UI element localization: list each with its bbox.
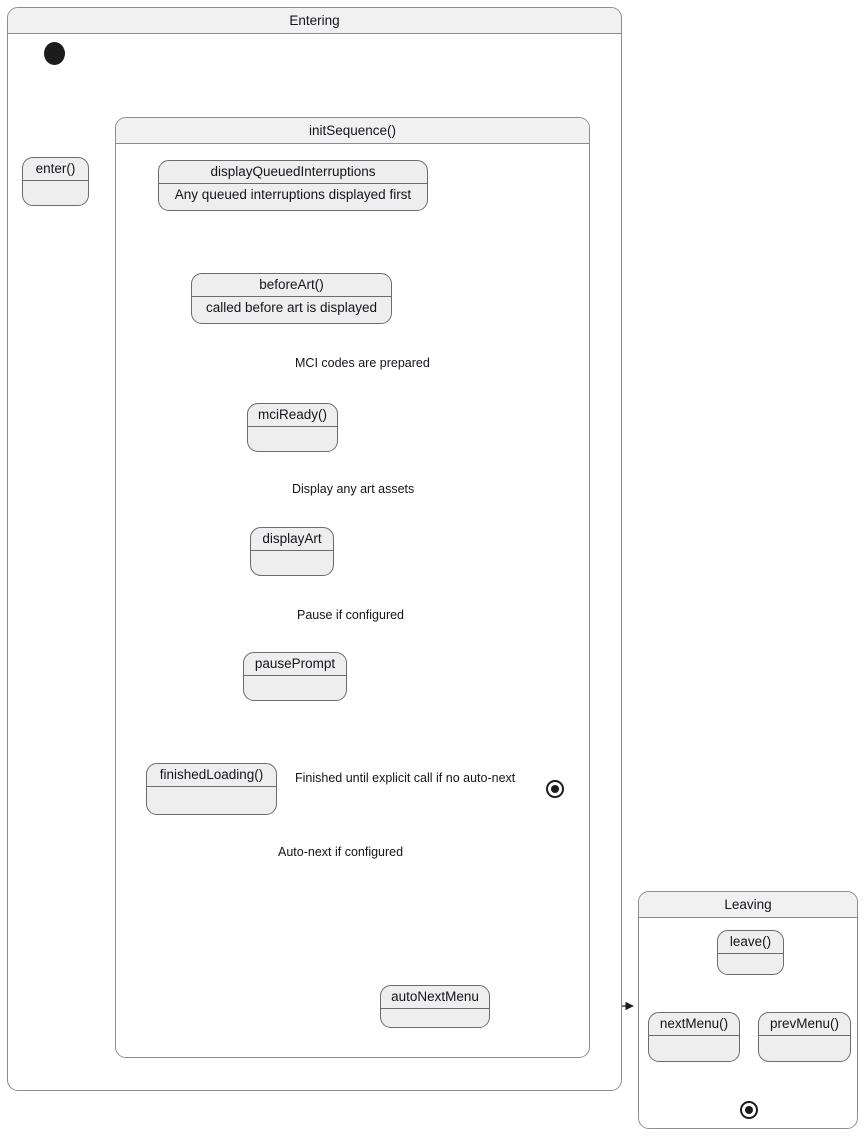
state-body-auto-next-menu <box>381 1009 489 1027</box>
composite-state-init-sequence[interactable]: initSequence() <box>115 117 590 1058</box>
state-name-next-menu: nextMenu() <box>649 1013 739 1036</box>
transition-label-auto-next-if-configured: Auto-next if configured <box>278 845 404 859</box>
state-body-leave <box>718 954 783 974</box>
state-body-prev-menu <box>759 1036 850 1061</box>
state-name-pause-prompt: pausePrompt <box>244 653 346 676</box>
state-name-display-queued-interruptions: displayQueuedInterruptions <box>159 161 427 184</box>
state-name-auto-next-menu: autoNextMenu <box>381 986 489 1009</box>
state-display-queued-interruptions[interactable]: displayQueuedInterruptions Any queued in… <box>158 160 428 211</box>
state-pause-prompt[interactable]: pausePrompt <box>243 652 347 701</box>
state-before-art[interactable]: beforeArt() called before art is display… <box>191 273 392 324</box>
state-finished-loading[interactable]: finishedLoading() <box>146 763 277 815</box>
state-body-next-menu <box>649 1036 739 1061</box>
composite-title-init-sequence: initSequence() <box>116 118 589 144</box>
state-mci-ready[interactable]: mciReady() <box>247 403 338 452</box>
state-name-mci-ready: mciReady() <box>248 404 337 427</box>
state-prev-menu[interactable]: prevMenu() <box>758 1012 851 1062</box>
state-body-enter <box>23 181 88 205</box>
state-body-pause-prompt <box>244 676 346 700</box>
transition-label-mci-codes-prepared: MCI codes are prepared <box>295 356 430 370</box>
composite-title-leaving: Leaving <box>639 892 857 918</box>
state-enter[interactable]: enter() <box>22 157 89 206</box>
final-state-node-init-sequence <box>546 780 564 798</box>
state-body-display-queued-interruptions: Any queued interruptions displayed first <box>174 187 412 202</box>
state-body-finished-loading <box>147 787 276 814</box>
transition-label-finished-until-explicit-call: Finished until explicit call if no auto-… <box>295 771 516 785</box>
state-name-prev-menu: prevMenu() <box>759 1013 850 1036</box>
transition-label-pause-if-configured: Pause if configured <box>297 608 405 622</box>
state-body-display-art <box>251 551 333 575</box>
final-state-node-leaving <box>740 1101 758 1119</box>
state-display-art[interactable]: displayArt <box>250 527 334 576</box>
state-name-display-art: displayArt <box>251 528 333 551</box>
state-leave[interactable]: leave() <box>717 930 784 975</box>
state-body-mci-ready <box>248 427 337 451</box>
state-name-before-art: beforeArt() <box>192 274 391 297</box>
state-name-enter: enter() <box>23 158 88 181</box>
composite-state-leaving[interactable]: Leaving <box>638 891 858 1129</box>
state-auto-next-menu[interactable]: autoNextMenu <box>380 985 490 1028</box>
initial-state-node <box>44 42 65 65</box>
state-body-before-art: called before art is displayed <box>205 300 378 315</box>
transition-label-display-art-assets: Display any art assets <box>292 482 415 496</box>
composite-title-entering: Entering <box>8 8 621 34</box>
state-name-leave: leave() <box>718 931 783 954</box>
state-next-menu[interactable]: nextMenu() <box>648 1012 740 1062</box>
state-name-finished-loading: finishedLoading() <box>147 764 276 787</box>
